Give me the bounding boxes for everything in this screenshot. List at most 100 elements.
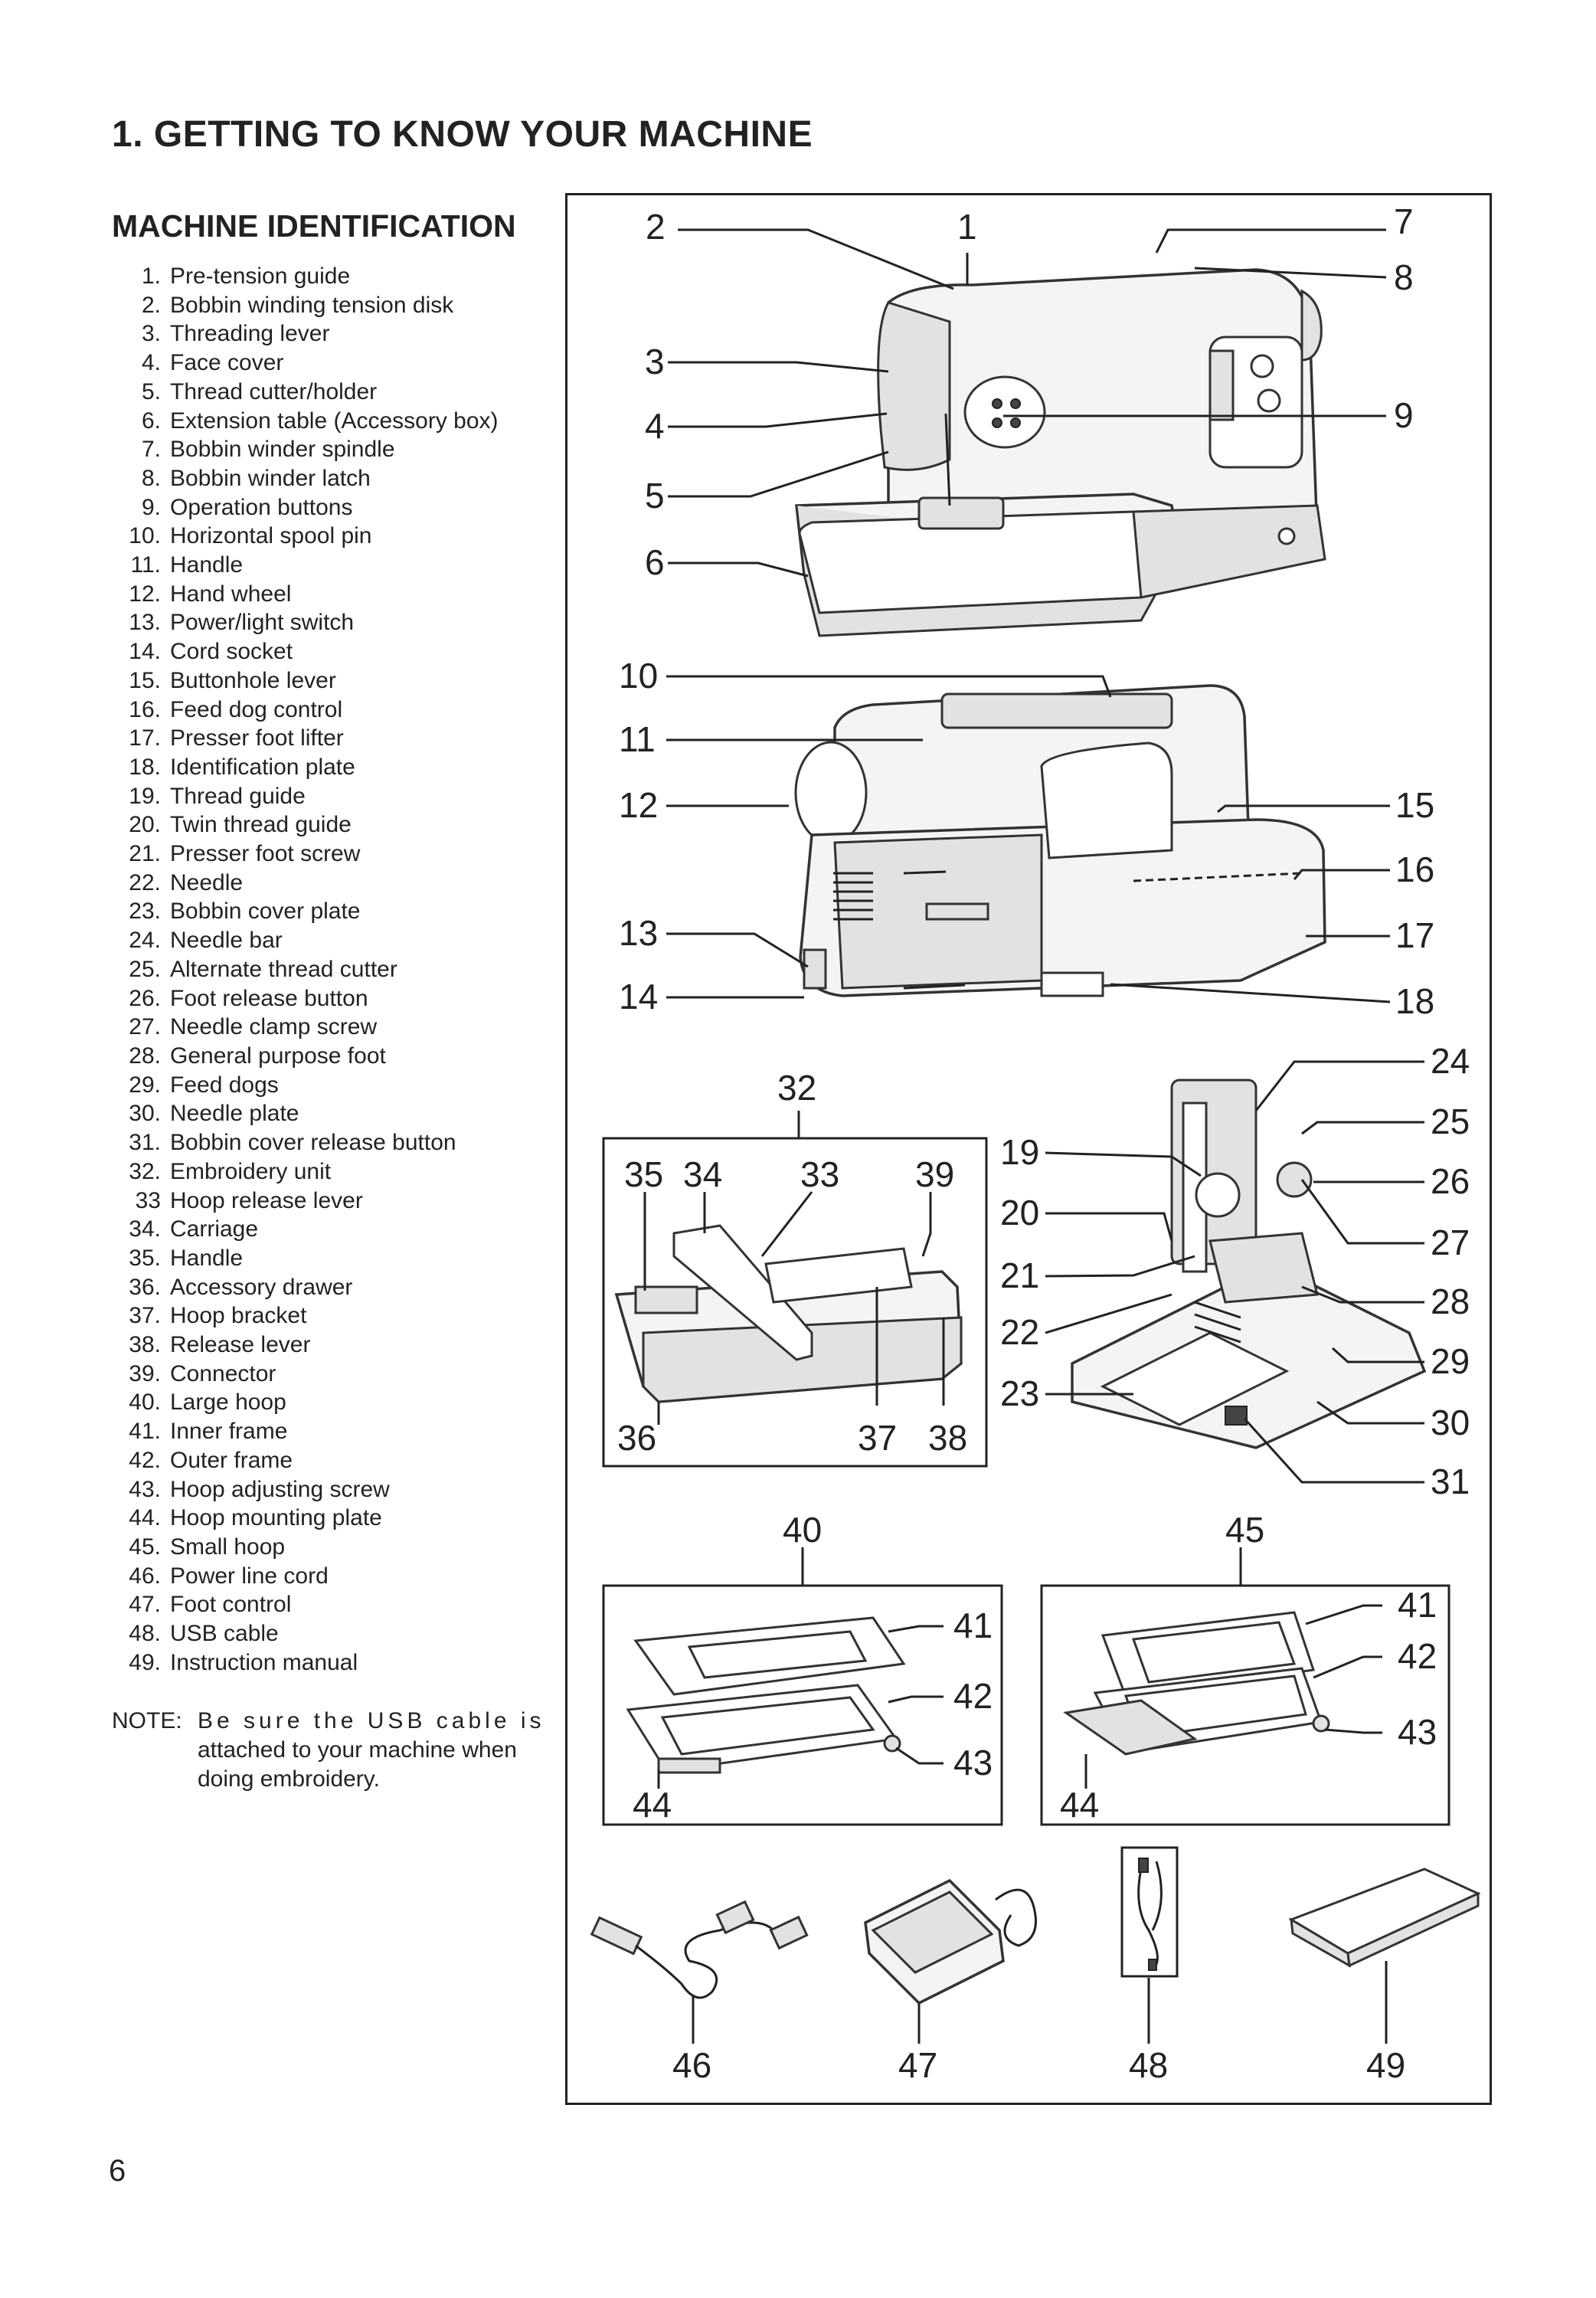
part-number: 26. [129,985,161,1011]
part-name: Large hoop [170,1390,286,1416]
part-name: Extension table (Accessory box) [170,408,499,434]
part-item: 10.Horizontal spool pin [123,522,499,551]
callout-27: 27 [1431,1223,1470,1262]
part-name: Identification plate [170,754,355,780]
part-item: 22. Needle [123,869,499,898]
callout-11: 11 [619,719,656,759]
part-name: Hoop bracket [170,1303,307,1329]
part-name: Small hoop [170,1534,286,1560]
part-number: 27. [129,1014,161,1040]
part-item: 3.Threading lever [123,319,499,349]
part-name: Needle clamp screw [170,1014,378,1040]
part-item: 12. Hand wheel [123,580,499,609]
callout-2: 2 [646,207,666,247]
page-title: 1. GETTING TO KNOW YOUR MACHINE [112,114,813,155]
part-name: Accessory drawer [170,1274,353,1300]
note-line-2: attached to your machine when [198,1737,517,1763]
part-item: 45.Small hoop [123,1533,499,1562]
part-number: 2. [141,292,161,318]
callout-35: 35 [624,1154,663,1194]
part-item: 42.Outer frame [123,1446,499,1475]
part-item: 49.Instruction manual [123,1648,499,1678]
callout-44b: 44 [1060,1785,1099,1825]
part-item: 30.Needle plate [123,1099,499,1128]
part-item: 26.Foot release button [123,984,499,1013]
part-name: Presser foot lifter [170,725,344,751]
callout-6: 6 [645,542,665,582]
part-number: 34. [129,1216,161,1242]
part-number: 44. [129,1505,161,1531]
part-number: 12. [129,581,161,607]
callout-numbers: 1 2 3 4 5 6 7 8 9 10 11 12 13 14 15 16 1… [617,201,1470,2085]
part-name: Needle [170,869,244,895]
callout-19: 19 [1000,1132,1039,1172]
part-item: 18.Identification plate [123,753,499,782]
part-name: Power line cord [170,1563,329,1589]
callout-3: 3 [645,342,665,381]
callout-26: 26 [1431,1161,1470,1201]
part-item: 9.Operation buttons [123,493,499,522]
part-number: 32. [129,1158,161,1184]
part-number: 33 [135,1187,161,1213]
part-number: 21. [129,841,161,867]
illustration-frame [565,193,1492,2105]
part-name: Face cover [170,350,284,376]
part-name: Presser foot screw [170,841,361,867]
part-item: 16.Feed dog control [123,696,499,725]
part-item: 34.Carriage [123,1215,499,1244]
callout-47: 47 [898,2045,937,2085]
note-label: NOTE: [112,1708,182,1733]
part-item: 1.Pre-tension guide [123,262,499,291]
callout-38: 38 [928,1418,967,1458]
callout-46: 46 [672,2045,711,2085]
callout-36: 36 [617,1418,656,1458]
foot-control-drawing [864,1878,1037,2005]
part-item: 43.Hoop adjusting screw [123,1475,499,1504]
part-number: 48. [129,1621,161,1647]
part-name: Feed dogs [170,1072,279,1098]
callout-39: 39 [915,1154,954,1194]
part-number: 1. [141,264,161,289]
part-number: 25. [129,956,161,982]
part-name: Threading lever [170,321,330,347]
part-name: Cord socket [170,639,293,665]
part-name: Needle bar [170,928,283,954]
part-number: 4. [141,350,161,376]
part-name: Hand wheel [170,581,292,607]
callout-13: 13 [619,913,658,953]
part-number: 7. [141,437,161,463]
part-item: 36.Accessory drawer [123,1273,499,1302]
part-name: Foot control [170,1592,292,1618]
part-number: 49. [129,1649,161,1675]
callout-4: 4 [645,406,665,446]
needle-area-closeup-drawing [1071,1079,1427,1449]
part-name: Power/light switch [170,610,355,636]
part-item: 40.Large hoop [123,1388,499,1417]
note: NOTE:Be sure the USB cable is attached t… [112,1707,556,1794]
part-number: 29. [129,1072,161,1098]
callout-41b: 41 [1398,1585,1437,1625]
callout-29: 29 [1431,1341,1470,1381]
part-item: 6.Extension table (Accessory box) [123,407,499,436]
callout-37: 37 [858,1418,897,1458]
small-hoop-drawing [1063,1611,1330,1756]
callout-42b: 42 [1398,1636,1437,1676]
callout-20: 20 [1000,1193,1039,1232]
callout-17: 17 [1395,915,1434,955]
callout-33: 33 [800,1154,839,1194]
part-name: Feed dog control [170,696,343,722]
part-number: 38. [129,1332,161,1358]
note-line-3: doing embroidery. [198,1766,380,1792]
callout-24: 24 [1431,1041,1470,1081]
part-item: 35.Handle [123,1244,499,1273]
part-number: 43. [129,1476,161,1502]
part-item: 14.Cord socket [123,637,499,666]
leader-lines [643,228,1424,2044]
part-item: 39.Connector [123,1360,499,1389]
part-name: Connector [170,1360,276,1386]
part-number: 22. [129,869,161,895]
callout-49: 49 [1366,2045,1405,2085]
part-number: 11. [130,552,161,578]
